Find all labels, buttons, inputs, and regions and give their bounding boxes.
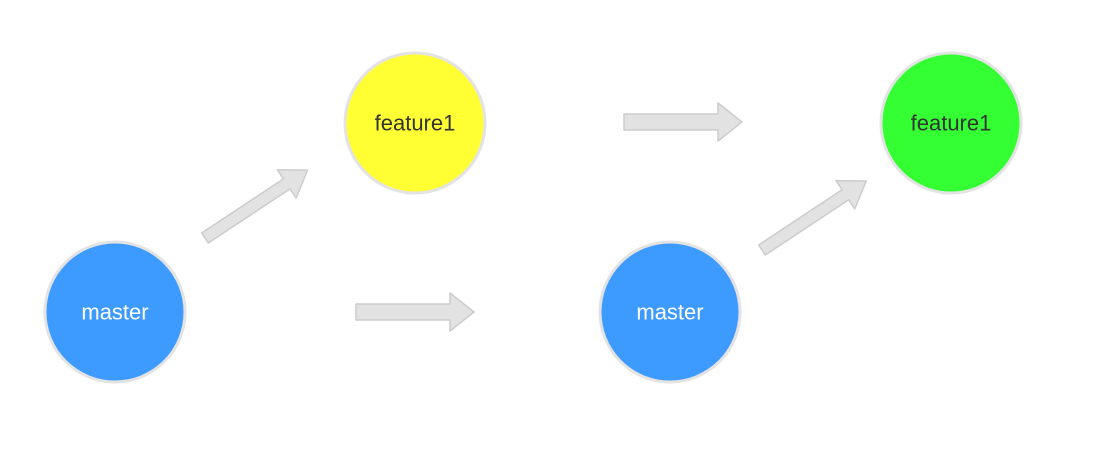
node-master-left: master — [43, 240, 187, 384]
node-label: feature1 — [911, 111, 992, 136]
node-feature1-right: feature1 — [879, 51, 1023, 195]
arrow-shape — [355, 292, 475, 332]
arrows — [200, 102, 867, 332]
arrow-left-to-right-top — [623, 102, 743, 142]
node-master-right: master — [598, 240, 742, 384]
node-circle — [598, 240, 742, 384]
arrow-shape — [623, 102, 743, 142]
node-label: master — [636, 300, 703, 325]
node-circle — [879, 51, 1023, 195]
node-label: feature1 — [375, 111, 456, 136]
arrow-shape — [200, 168, 309, 244]
arrow-master-to-feature1-left — [200, 168, 309, 244]
arrow-shape — [757, 179, 867, 256]
node-feature1-left: feature1 — [343, 51, 487, 195]
arrow-left-to-right-bottom — [355, 292, 475, 332]
node-circle — [43, 240, 187, 384]
node-circle — [343, 51, 487, 195]
arrow-master-to-feature1-right — [757, 179, 867, 256]
node-label: master — [81, 300, 148, 325]
